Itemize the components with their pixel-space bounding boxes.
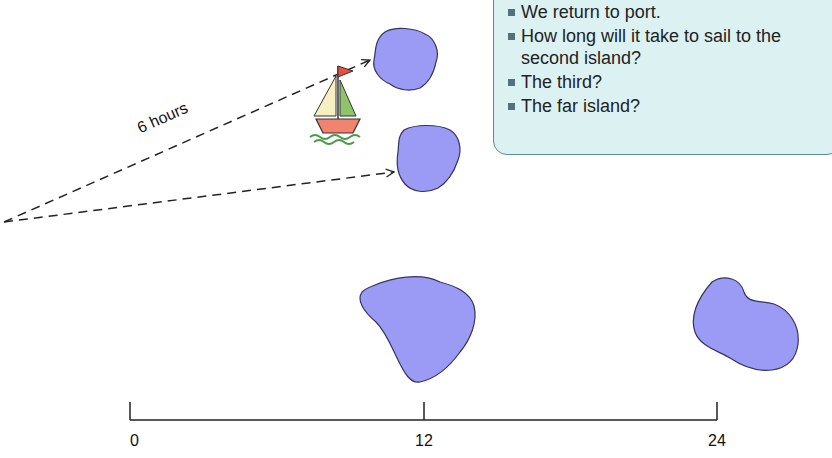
bullet-text: How long will it take to sail to the sec…	[521, 25, 820, 69]
scale-bar	[130, 402, 717, 420]
bullet-text: The third?	[521, 71, 820, 93]
bullet-text: The far island?	[521, 95, 820, 117]
scale-number: 12	[415, 432, 433, 450]
course-lines	[4, 60, 394, 222]
callout-box: We return to port.How long will it take …	[493, 0, 832, 155]
island	[374, 28, 438, 90]
bullet-item: The far island?	[508, 95, 820, 117]
scale-number: 24	[708, 432, 726, 450]
course-line	[4, 60, 370, 222]
duration-label: 6 hours	[135, 99, 191, 137]
island	[693, 278, 798, 370]
bullet-mark	[508, 103, 515, 110]
bullet-mark	[508, 79, 515, 86]
bullet-item: How long will it take to sail to the sec…	[508, 25, 820, 69]
bullet-item: We return to port.	[508, 1, 820, 23]
island	[360, 277, 475, 383]
course-line	[4, 172, 394, 222]
bullet-text: We return to port.	[521, 1, 820, 23]
island	[397, 126, 460, 192]
bullet-mark	[508, 9, 515, 16]
sailboat	[310, 66, 360, 144]
bullet-item: The third?	[508, 71, 820, 93]
bullet-mark	[508, 33, 515, 40]
scale-number: 0	[130, 432, 139, 450]
